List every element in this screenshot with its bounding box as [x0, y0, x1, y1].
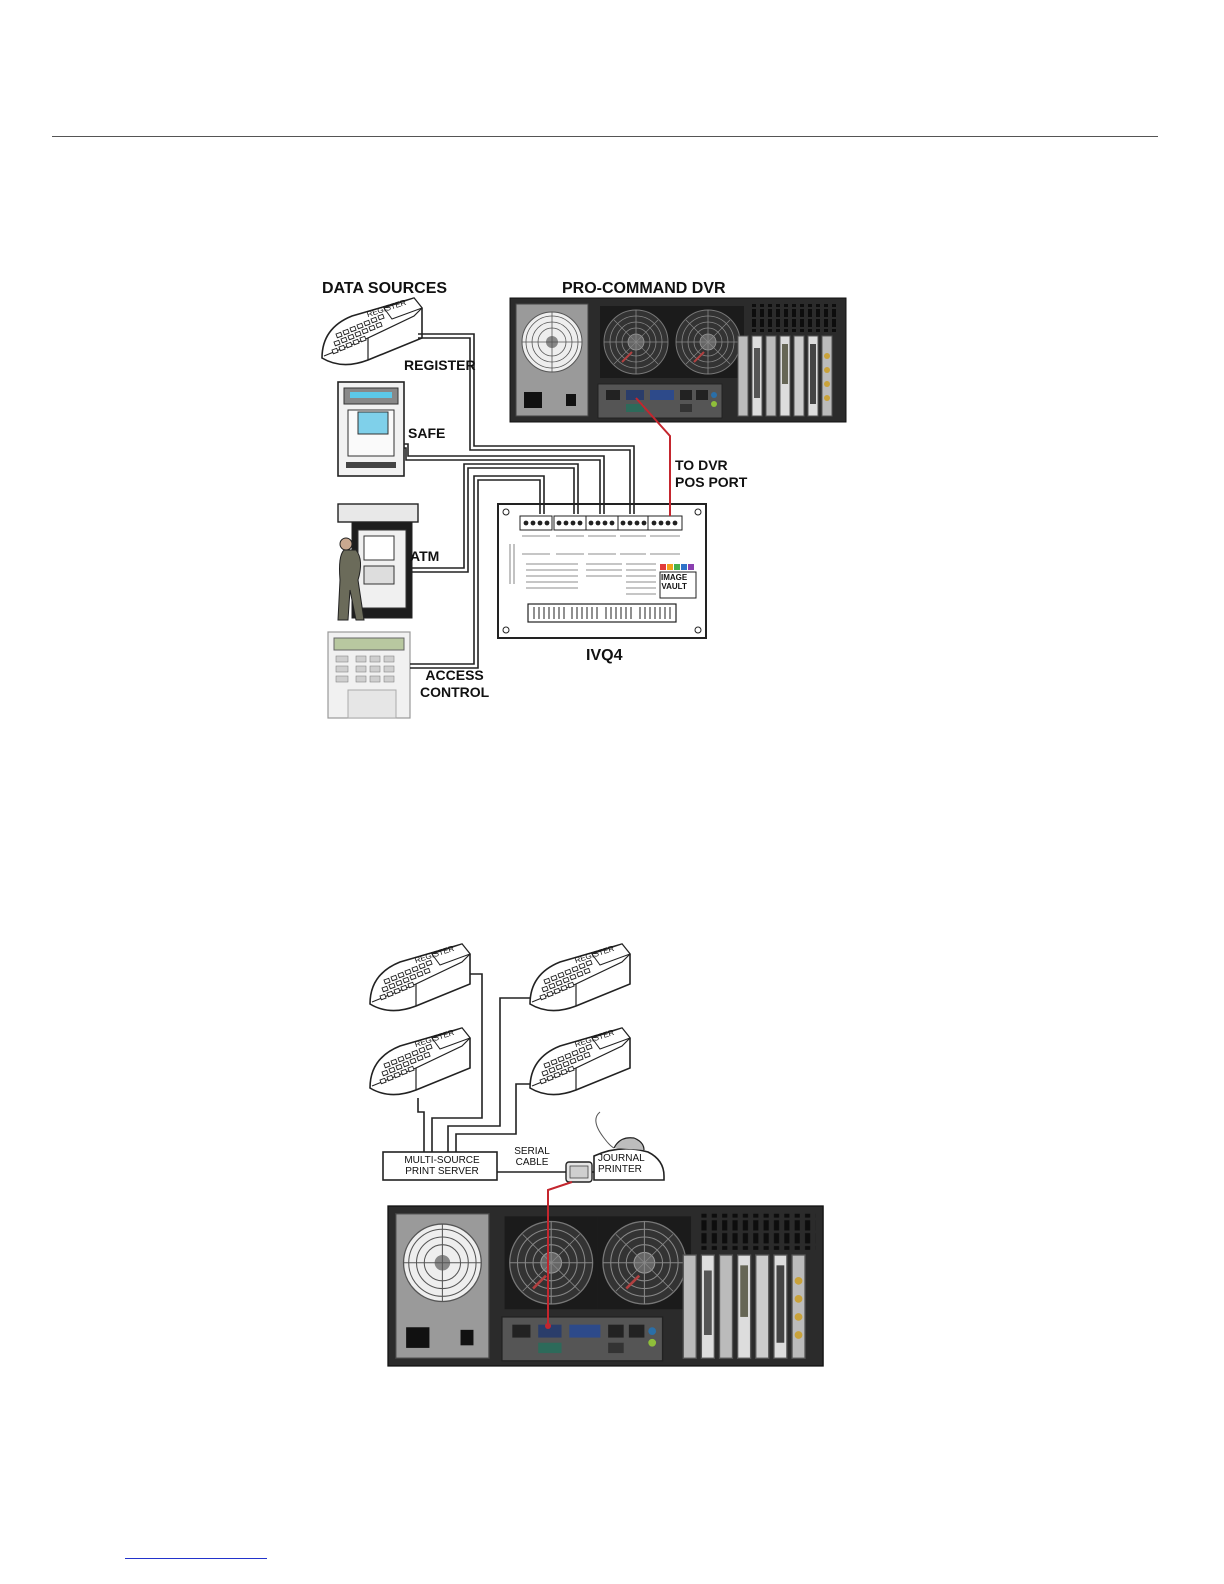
ivq4-board — [498, 504, 706, 638]
serial-cable-label: SERIAL CABLE — [512, 1146, 552, 1168]
safe-label: SAFE — [408, 425, 445, 442]
ivq4-logo-text: IMAGE VAULT — [661, 573, 687, 591]
footer-link-underline[interactable] — [125, 1558, 267, 1559]
cable-endpoint — [545, 1323, 551, 1329]
atm-label: ATM — [410, 548, 439, 565]
keypad-icon — [328, 632, 410, 718]
dvr-icon — [388, 1206, 823, 1366]
to-dvr-label: TO DVR POS PORT — [675, 457, 747, 491]
print-server-label: MULTI-SOURCE PRINT SERVER — [400, 1155, 484, 1177]
register-label: REGISTER — [404, 357, 476, 374]
dvr-icon — [510, 298, 846, 422]
safe-icon — [338, 382, 404, 476]
atm-icon — [338, 504, 418, 620]
access-control-label: ACCESS CONTROL — [420, 667, 489, 701]
diagram-1 — [322, 298, 846, 718]
ivq4-label: IVQ4 — [586, 646, 622, 665]
journal-printer-label: JOURNAL PRINTER — [598, 1153, 645, 1175]
dvr-title: PRO-COMMAND DVR — [562, 279, 726, 298]
data-sources-title: DATA SOURCES — [322, 279, 447, 298]
